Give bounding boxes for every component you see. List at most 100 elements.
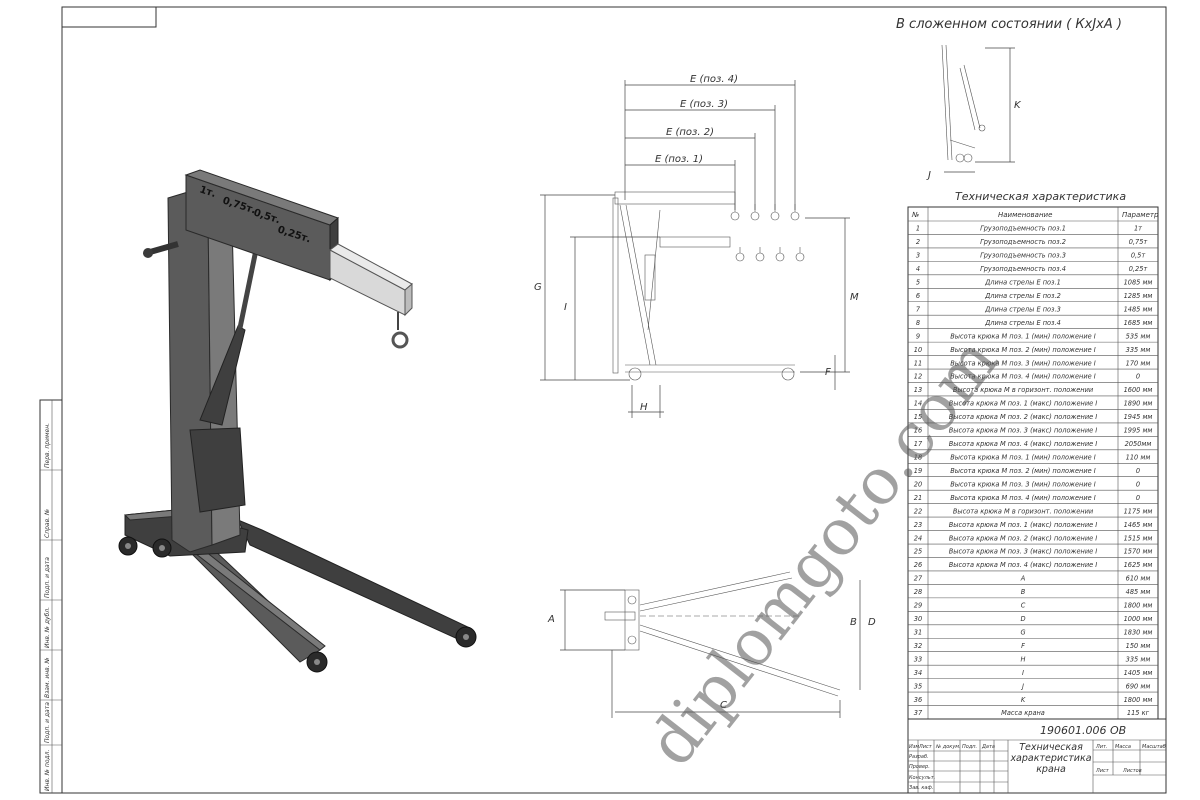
table-row-number: 7 (916, 305, 921, 313)
dim-c: C (720, 700, 727, 711)
dim-a: A (547, 614, 555, 625)
table-row-name: Длина стрелы Е поз.3 (984, 305, 1061, 313)
table-row-name: Высота крюка М поз. 3 (макс) положение I (949, 548, 1098, 556)
table-row-name: H (1021, 655, 1026, 663)
table-row-name: Высота крюка М поз. 4 (мин) положение I (950, 494, 1095, 502)
table-row-value: 1515 мм (1124, 534, 1153, 542)
table-row-name: C (1021, 602, 1026, 610)
stamp-zav-kaf: Зав. каф. (909, 785, 933, 791)
hook-3d (391, 331, 409, 349)
th-name: Наименование (998, 211, 1052, 219)
table-row-value: 1465 мм (1124, 521, 1153, 529)
table-row-number: 6 (916, 292, 920, 300)
table-row-value: 335 мм (1126, 655, 1151, 663)
side-stamp-1: Перв. примен. (44, 423, 51, 468)
table-row-value: 1600 мм (1124, 386, 1153, 394)
table-row-number: 9 (916, 332, 920, 340)
table-row-number: 28 (914, 588, 922, 596)
crane-side-view: E (поз. 4) E (поз. 3) E (поз. 2) E (поз.… (534, 74, 859, 418)
table-row-value: 690 мм (1126, 682, 1151, 690)
table-row-number: 35 (914, 682, 922, 690)
table-row-value: 610 мм (1126, 575, 1151, 583)
table-row-number: 21 (914, 494, 922, 502)
table-row-value: 0 (1136, 480, 1140, 488)
stamp-list: Лист (918, 744, 933, 750)
table-row-number: 8 (916, 319, 920, 327)
dim-f: F (825, 367, 831, 378)
table-row-name: Высота крюка М поз. 2 (мин) положение I (950, 467, 1095, 475)
table-row-value: 1625 мм (1124, 561, 1153, 569)
stamp-izm: Изм (909, 744, 919, 750)
table-row-name: Высота крюка М поз. 1 (мин) положение I (950, 332, 1095, 340)
stamp-razrab: Разраб. (909, 754, 929, 760)
table-row-value: 1175 мм (1124, 507, 1153, 515)
table-row-value: 1945 мм (1124, 413, 1153, 421)
table-row-name: I (1022, 669, 1024, 677)
table-row-value: 1800 мм (1124, 696, 1153, 704)
table-row-value: 2050мм (1125, 440, 1152, 448)
table-row-number: 12 (914, 373, 922, 381)
table-row-number: 11 (914, 359, 922, 367)
table-row-name: Длина стрелы Е поз.1 (984, 279, 1061, 287)
dim-e2: E (поз. 2) (666, 127, 714, 138)
table-row-number: 19 (914, 467, 922, 475)
dim-k: K (1014, 100, 1022, 111)
table-row-name: K (1021, 696, 1026, 704)
stamp-prover: Провер. (909, 764, 930, 770)
dim-e4: E (поз. 4) (690, 74, 738, 85)
doc-code: 190601.006 ОВ (1040, 724, 1126, 737)
table-row-name: Высота крюка М поз. 4 (макс) положение I (949, 561, 1098, 569)
table-row-name: Длина стрелы Е поз.4 (984, 319, 1061, 327)
table-row-name: Длина стрелы Е поз.2 (984, 292, 1061, 300)
dim-e3: E (поз. 3) (680, 99, 728, 110)
table-row-number: 3 (916, 252, 920, 260)
table-row-value: 0,75т (1129, 238, 1148, 246)
table-row-number: 14 (914, 400, 922, 408)
table-row-number: 4 (916, 265, 920, 273)
table-row-value: 150 мм (1126, 642, 1151, 650)
table-row-number: 5 (916, 279, 920, 287)
table-row-value: 0 (1136, 373, 1140, 381)
table-row-name: Высота крюка М поз. 2 (макс) положение I (949, 413, 1098, 421)
stamp-masshtab: Масштаб (1142, 744, 1166, 750)
side-stamp-2: Справ. № (44, 509, 51, 538)
table-row-value: 110 мм (1126, 454, 1151, 462)
table-row-number: 2 (916, 238, 920, 246)
table-row-name: Грузоподъемность поз.2 (980, 238, 1066, 246)
crane-folded-view: В сложенном состоянии ( КхJхА ) K J (896, 17, 1122, 181)
table-row-value: 1800 мм (1124, 602, 1153, 610)
dim-j: J (926, 170, 931, 181)
stamp-massa: Масса (1115, 744, 1131, 750)
table-row-number: 16 (914, 427, 922, 435)
table-row-number: 31 (914, 628, 922, 636)
table-row-name: Грузоподъемность поз.4 (980, 265, 1066, 273)
table-row-name: Высота крюка М в горизонт. положении (953, 507, 1094, 515)
dim-m: M (850, 292, 859, 303)
table-row-value: 535 мм (1126, 332, 1151, 340)
stamp-konsult: Консульт. (909, 775, 935, 781)
side-stamp: Перв. примен. Справ. № Подп. и дата Инв.… (39, 399, 63, 794)
table-title: Техническая характеристика (955, 190, 1126, 203)
table-row-value: 1485 мм (1124, 305, 1153, 313)
table-row-number: 23 (914, 521, 922, 529)
table-row-number: 26 (914, 561, 922, 569)
dim-g: G (534, 282, 542, 293)
table-row-value: 170 мм (1126, 359, 1151, 367)
doc-title: Техническая характеристика крана (1010, 742, 1092, 775)
table-row-value: 1000 мм (1124, 615, 1153, 623)
table-row-value: 0,25т (1129, 265, 1148, 273)
table-row-number: 10 (914, 346, 922, 354)
table-row-value: 0,5т (1131, 252, 1145, 260)
table-row-value: 335 мм (1126, 346, 1151, 354)
table-row-number: 18 (914, 454, 922, 462)
side-stamp-4: Инв. № дубл. (44, 607, 51, 648)
table-row-number: 20 (914, 480, 922, 488)
table-row-value: 0 (1136, 467, 1140, 475)
table-row-value: 1085 мм (1124, 279, 1153, 287)
table-row-name: Высота крюка М в горизонт. положении (953, 386, 1094, 394)
dim-h: H (640, 402, 648, 413)
table-row-number: 1 (916, 225, 920, 233)
boom-label-1: 1т. (198, 184, 217, 200)
dim-i: I (564, 302, 567, 313)
